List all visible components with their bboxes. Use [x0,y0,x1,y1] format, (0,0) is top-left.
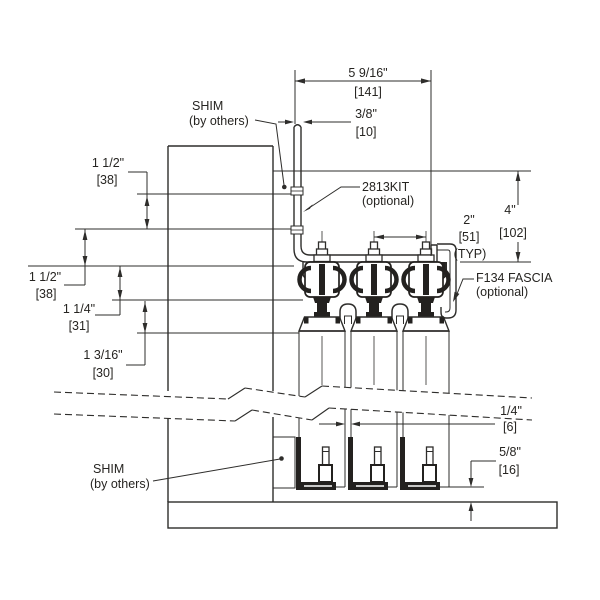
dim-text-mm: [10] [356,125,377,139]
dim-floor-clearance: 5/8" [16] [449,445,521,521]
dim-bracket-offset: 3/8" [10] [278,107,377,139]
dim-track-height: 4" [102] [460,171,531,263]
label-shim-top: SHIM [192,99,223,113]
label-shim-bottom: SHIM [93,462,124,476]
callout-fascia: F134 FASCIA (optional) [453,271,553,302]
hanger-assembly [300,231,345,317]
label-shim-bottom-2: (by others) [90,477,150,491]
label-fascia-2: (optional) [476,285,528,299]
dim-text: 1/4" [500,404,522,418]
floor-guide [347,436,389,491]
label-fascia: F134 FASCIA [476,271,553,285]
dim-overall-width: 5 9/16" [141] [294,66,432,256]
dim-header-b: 1 1/2" [38] [29,229,88,301]
hanger-assemblies [300,231,449,325]
wall-and-header-section [28,145,558,529]
callouts: SHIM (by others) 2813KIT (optional) F134… [90,99,553,491]
dim-text-note: (TYP) [454,247,487,261]
dim-text: 4" [504,203,515,217]
dim-hanger-spacing: 2" [51] (TYP) [374,213,486,261]
floor-guide [295,436,337,491]
dim-track-drop: 1 1/4" [31] [63,266,123,333]
dim-text: 1 1/2" [92,156,124,170]
dim-text-mm: [102] [499,226,527,240]
dim-text-mm: [30] [93,366,114,380]
hanger-assembly [352,231,397,317]
dim-text: 3/8" [355,107,377,121]
label-2813kit: 2813KIT [362,180,410,194]
callout-2813kit: 2813KIT (optional) [303,180,414,212]
dim-text-mm: [16] [499,463,520,477]
callout-shim-top: SHIM (by others) [189,99,287,190]
floor-slab [167,501,558,529]
dim-text: 2" [463,213,474,227]
dim-text: 1 3/16" [83,348,122,362]
dim-text: 1 1/4" [63,302,95,316]
floor-guide [399,436,441,491]
label-shim-top-2: (by others) [189,114,249,128]
dimensions: 5 9/16" [141] 3/8" [10] 2" [51] (TYP) 4" [29,66,531,521]
floor-guides [295,436,441,491]
dim-text-mm: [51] [459,230,480,244]
dim-panel-gap: 1/4" [6] [319,404,522,434]
dim-text-mm: [38] [36,287,57,301]
dim-text-mm: [31] [69,319,90,333]
dim-text: 5 9/16" [348,66,387,80]
dim-text: 1 1/2" [29,270,61,284]
label-2813kit-2: (optional) [362,194,414,208]
dim-header-a: 1 1/2" [38] [92,156,150,229]
dim-text-mm: [6] [503,420,517,434]
dim-door-top: 1 3/16" [30] [83,301,148,380]
section-break [53,385,533,422]
callout-shim-bottom: SHIM (by others) [90,456,284,491]
dim-text: 5/8" [499,445,521,459]
dim-text-mm: [141] [354,85,382,99]
dim-text-mm: [38] [97,173,118,187]
